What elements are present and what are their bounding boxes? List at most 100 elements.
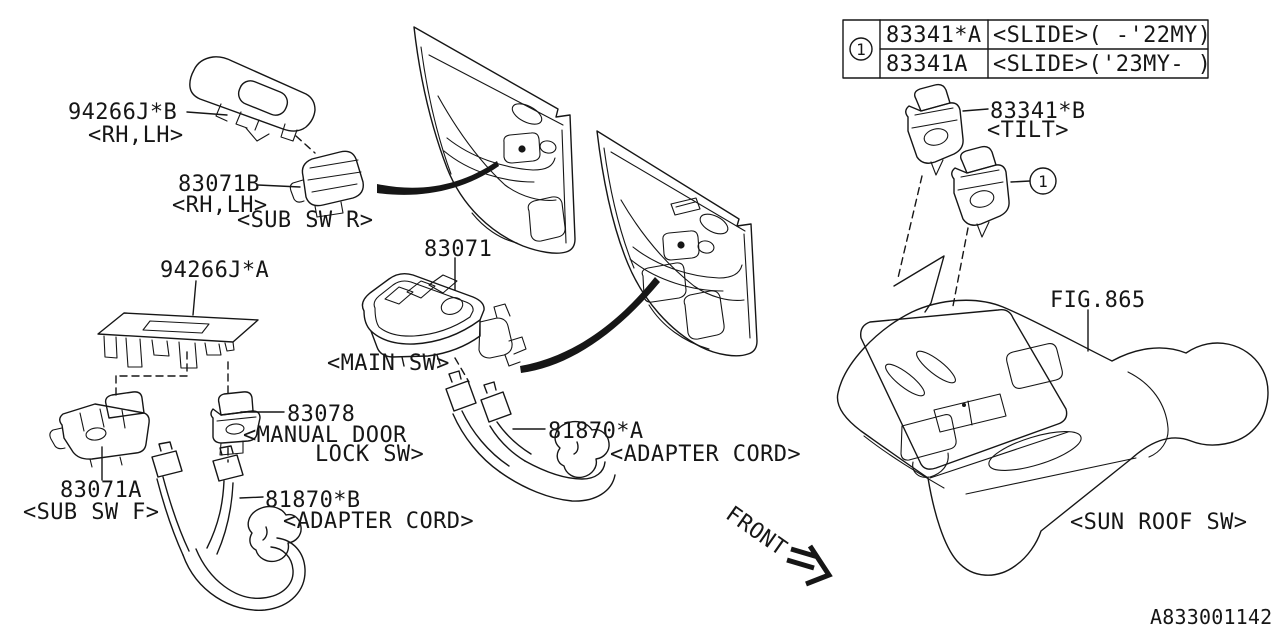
sub-sw-front-ridges: [79, 408, 126, 468]
door-front-armrest-lines: [620, 199, 745, 350]
lock-sw-oval: [225, 423, 245, 435]
ref-no-circle: [849, 37, 873, 61]
label-lock-sw-part: 83078: [287, 402, 355, 427]
locator-arrow-rear-door: [377, 161, 499, 195]
console-sunroof-switch: [933, 393, 1007, 433]
label-main-sw-part: 83071: [424, 237, 492, 262]
label-sub-sw-rear-side: <RH,LH>: [172, 193, 268, 218]
label-trim-front-part: 94266J*A: [160, 258, 269, 283]
door-rear-outline: [413, 26, 576, 254]
sub-sw-rear-connector: [289, 179, 344, 218]
console-maplight-right: [916, 350, 956, 384]
door-panel-front: [596, 130, 758, 357]
slide-sw-ref-no: 1: [1038, 172, 1048, 191]
trim-rear-outline: [189, 56, 316, 132]
overhead-console-drawing: [836, 299, 1269, 576]
trim-rear-clips: [215, 103, 298, 142]
label-sub-sw-rear-name: <SUB SW R>: [237, 208, 373, 233]
label-cord-a-part: 81870*A: [548, 419, 644, 444]
lock-sw-body: [210, 408, 261, 444]
tilt-sw-body: [905, 102, 964, 164]
label-sunroof-name: <SUN ROOF SW>: [1070, 510, 1247, 535]
trim-rear-cutout: [237, 80, 289, 116]
cord-a-loop: [499, 460, 616, 502]
label-sub-sw-front-name: <SUB SW F>: [23, 500, 159, 525]
sub-sw-front-flange: [49, 427, 66, 450]
trim-panel-rear-drawing: [186, 56, 316, 154]
adapter-cord-b-drawing: [151, 441, 306, 611]
console-bezel: [860, 308, 1068, 470]
lock-sw-cap: [217, 391, 254, 416]
door-front-pull-cup: [699, 213, 729, 235]
table-spec-row1: <SLIDE>( -'22MY): [993, 23, 1211, 48]
cord-a-connectors: [445, 370, 512, 423]
slide-sw-body: [951, 164, 1010, 226]
door-rear-pull-cup: [511, 103, 543, 125]
door-front-pocket-cutout: [641, 262, 687, 303]
locator-arrow-front-door: [520, 277, 660, 373]
label-tilt-sw-part: 83341*B: [990, 99, 1086, 124]
leader-cord-b: [239, 496, 264, 499]
cord-b-end-connector: [247, 505, 302, 563]
leader-slide-sw: [1010, 180, 1031, 183]
console-lens: [1006, 343, 1063, 389]
label-fig-ref: FIG.865: [1050, 288, 1146, 313]
main-sw-top-face: [361, 272, 485, 345]
drawing-number: A833001142: [1150, 605, 1272, 629]
leader-trim-rear: [186, 111, 228, 116]
main-sw-front-face: [370, 319, 481, 367]
label-cord-b-name: <ADAPTER CORD>: [283, 509, 474, 534]
label-trim-rear-part: 94266J*B: [68, 100, 177, 125]
tilt-sw-oval: [923, 128, 949, 146]
sub-sw-rear-ridges: [307, 159, 362, 193]
trim-front-slot: [142, 320, 210, 334]
dash-main-sw-to-cord: [454, 357, 470, 383]
dash-tilt-to-console: [897, 175, 923, 279]
label-sub-sw-rear-part: 83071B: [178, 172, 260, 197]
front-direction-arrow: FRONT: [721, 502, 833, 587]
leader-trim-front: [192, 280, 197, 316]
console-maplight-left: [885, 363, 925, 397]
cord-b-loop: [182, 537, 306, 611]
console-outline: [836, 299, 1269, 576]
label-cord-a-name: <ADAPTER CORD>: [610, 442, 801, 467]
ref-table: 1 83341*A <SLIDE>( -'22MY) 83341A <SLIDE…: [842, 19, 1211, 79]
label-sub-sw-front-part: 83071A: [60, 478, 142, 503]
sub-sw-front-cap: [104, 391, 145, 419]
door-rear-switch-dot: [518, 145, 526, 153]
tilt-sw-cap: [913, 83, 951, 112]
sub-sw-rear-body: [301, 150, 364, 207]
tilt-switch-drawing: [897, 83, 989, 279]
adapter-cord-a-drawing: [445, 370, 616, 502]
console-switch-dot: [962, 403, 966, 407]
table-spec-row2: <SLIDE>('23MY- ): [993, 52, 1211, 77]
trim-panel-front-drawing: [97, 280, 259, 397]
console-cutout-left: [900, 414, 957, 478]
label-main-sw-name: <MAIN SW>: [327, 351, 450, 376]
dash-trim-to-subswr: [295, 135, 316, 154]
label-tilt-sw-name: <TILT>: [987, 118, 1069, 143]
door-front-small-rect: [670, 197, 701, 216]
slide-sw-details: [957, 169, 1004, 238]
slide-sw-cap: [959, 145, 997, 174]
main-switch-drawing: [361, 257, 527, 383]
label-lock-sw-name1: <MANUAL DOOR: [243, 423, 407, 448]
table-part-no-row1: 83341*A: [886, 23, 982, 48]
door-rear-handle-oval: [539, 140, 557, 154]
dash-slide-to-console: [952, 227, 969, 307]
cord-a-wires: [452, 410, 532, 473]
tilt-sw-details: [911, 107, 958, 176]
leader-tilt-sw: [962, 108, 989, 112]
ref-no: 1: [856, 40, 866, 59]
main-sw-rockers: [384, 274, 458, 305]
door-front-switch-dot: [677, 241, 685, 249]
sub-switch-rear-drawing: [257, 150, 364, 218]
trim-front-clips: [103, 335, 235, 369]
label-cord-b-part: 81870*B: [265, 488, 361, 513]
door-panel-rear: [413, 26, 576, 254]
console-contours: [863, 371, 1169, 495]
door-rear-armrest-lines: [437, 95, 557, 244]
table-part-no-row2: 83341A: [886, 52, 968, 77]
